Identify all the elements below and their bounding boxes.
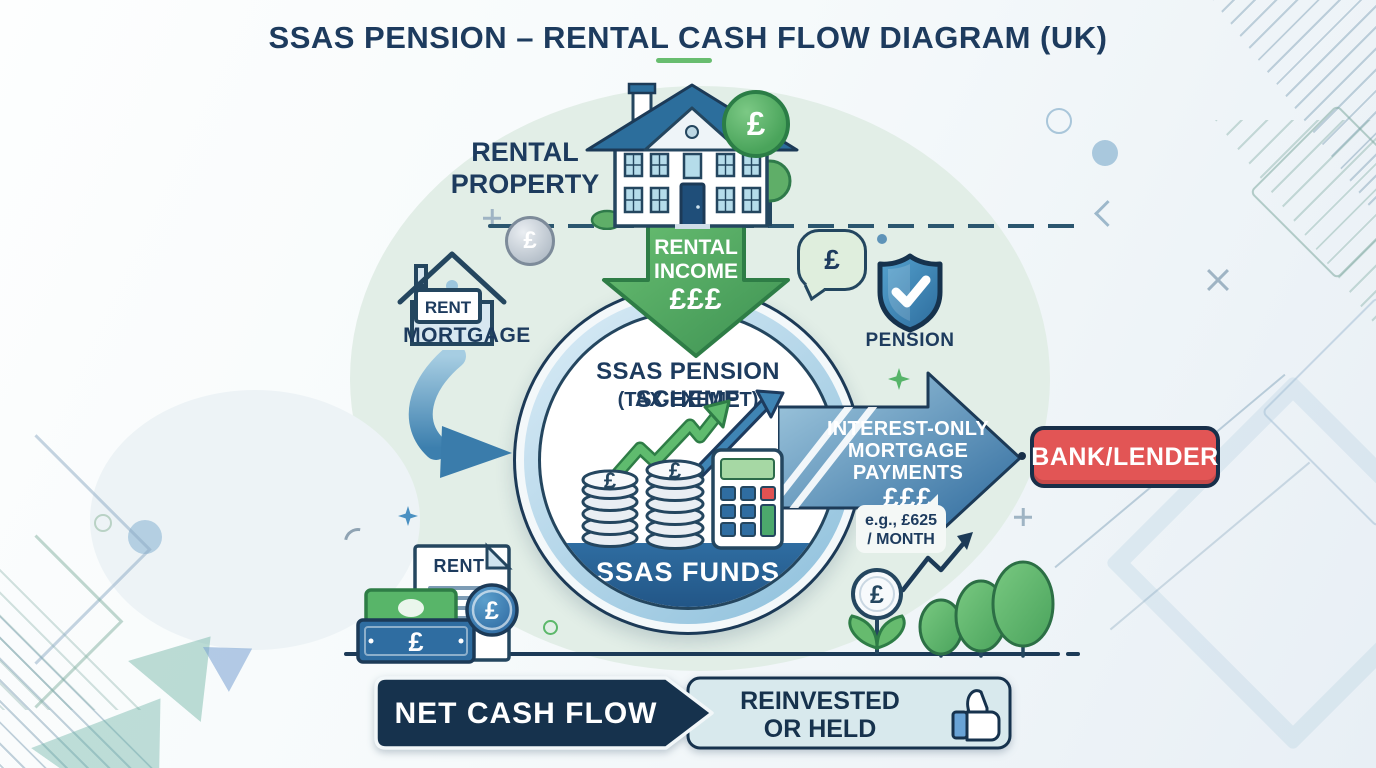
svg-text:£: £ [485, 597, 499, 625]
small-green-ring-decor [543, 620, 558, 635]
bank-lender-box: BANK/LENDER [1030, 426, 1220, 488]
pound-speech-bubble-icon: £ [797, 229, 867, 291]
circle-outline-decor [1046, 108, 1072, 134]
dot-decor [877, 234, 887, 244]
pound-coin-badge-icon: £ [722, 90, 790, 158]
page-title: SSAS PENSION – RENTAL CASH FLOW DIAGRAM … [268, 20, 1108, 55]
ssas-funds-segment: SSAS FUNDS [541, 543, 835, 607]
rental-property-label: RENTAL PROPERTY [450, 137, 600, 200]
pound-symbol: £ [746, 105, 766, 142]
rent-sign-label: RENT [425, 298, 472, 317]
net-cash-flow-label: NET CASH FLOW [395, 697, 658, 730]
rent-house-icon: RENT [397, 251, 507, 346]
growth-plant-and-trees-icons: £ [848, 532, 1055, 658]
dashed-ground-line [488, 224, 1088, 228]
reinvested-label-line1: REINVESTED [740, 687, 900, 715]
rent-document-and-cash-icons: RENT £ £ [356, 542, 519, 664]
title-underline [656, 58, 712, 63]
net-cash-flow-banner: NET CASH FLOW REINVESTED OR HELD [374, 676, 1012, 750]
net-cash-flow-box [374, 676, 714, 750]
reinvested-label-line2: OR HELD [764, 715, 877, 743]
circle-outline-decor [94, 514, 112, 532]
pension-label: PENSION [865, 330, 955, 351]
dot-decor [128, 520, 162, 554]
ssas-funds-label: SSAS FUNDS [595, 557, 781, 587]
ground-line-dash [1066, 652, 1080, 656]
mortgage-payments-label: INTEREST-ONLY MORTGAGE PAYMENTS £££ [826, 418, 990, 513]
rental-income-down-arrow [602, 222, 790, 358]
pension-shield-check-icon [877, 253, 943, 333]
svg-text:£: £ [870, 581, 884, 609]
dot-decor [1018, 452, 1026, 460]
mortgage-curved-arrow [408, 350, 512, 478]
thumbs-up-icon [951, 689, 1001, 742]
plus-decor [1012, 506, 1034, 528]
rent-doc-title: RENT [434, 556, 485, 576]
cross-decor [1204, 266, 1232, 294]
mortgage-label: MORTGAGE [403, 324, 531, 347]
chevron-decor [1094, 200, 1121, 227]
plus-decor [482, 208, 502, 228]
svg-text:£: £ [669, 458, 682, 483]
silver-pound-coin-icon: £ [505, 216, 555, 266]
svg-text:£: £ [408, 627, 423, 657]
coins-and-calculator-icons: £ £ [581, 389, 785, 550]
rental-income-label: RENTAL INCOME £££ [654, 236, 738, 316]
dot-decor [1092, 140, 1118, 166]
payment-example-note: e.g., £625 / MONTH [856, 494, 946, 553]
svg-text:£: £ [604, 468, 617, 493]
ground-line [344, 652, 1060, 656]
